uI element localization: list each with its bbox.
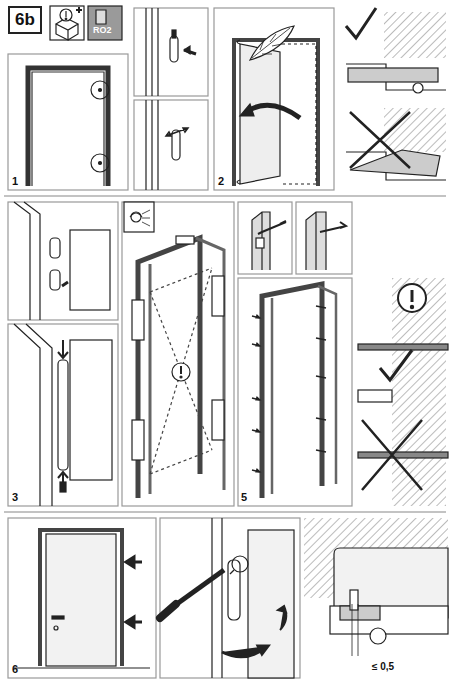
callout-number: 2: [218, 176, 224, 187]
icon-code: RO2: [93, 26, 112, 35]
callout-number: 3: [12, 492, 18, 503]
dimension-label: ≤ 0,5: [372, 662, 394, 672]
callout-number: 5: [241, 492, 247, 503]
callout-number: 1: [12, 176, 18, 187]
step-badge: 6b: [8, 6, 42, 34]
callout-number: 6: [12, 664, 18, 675]
step-label: 6b: [15, 10, 35, 30]
